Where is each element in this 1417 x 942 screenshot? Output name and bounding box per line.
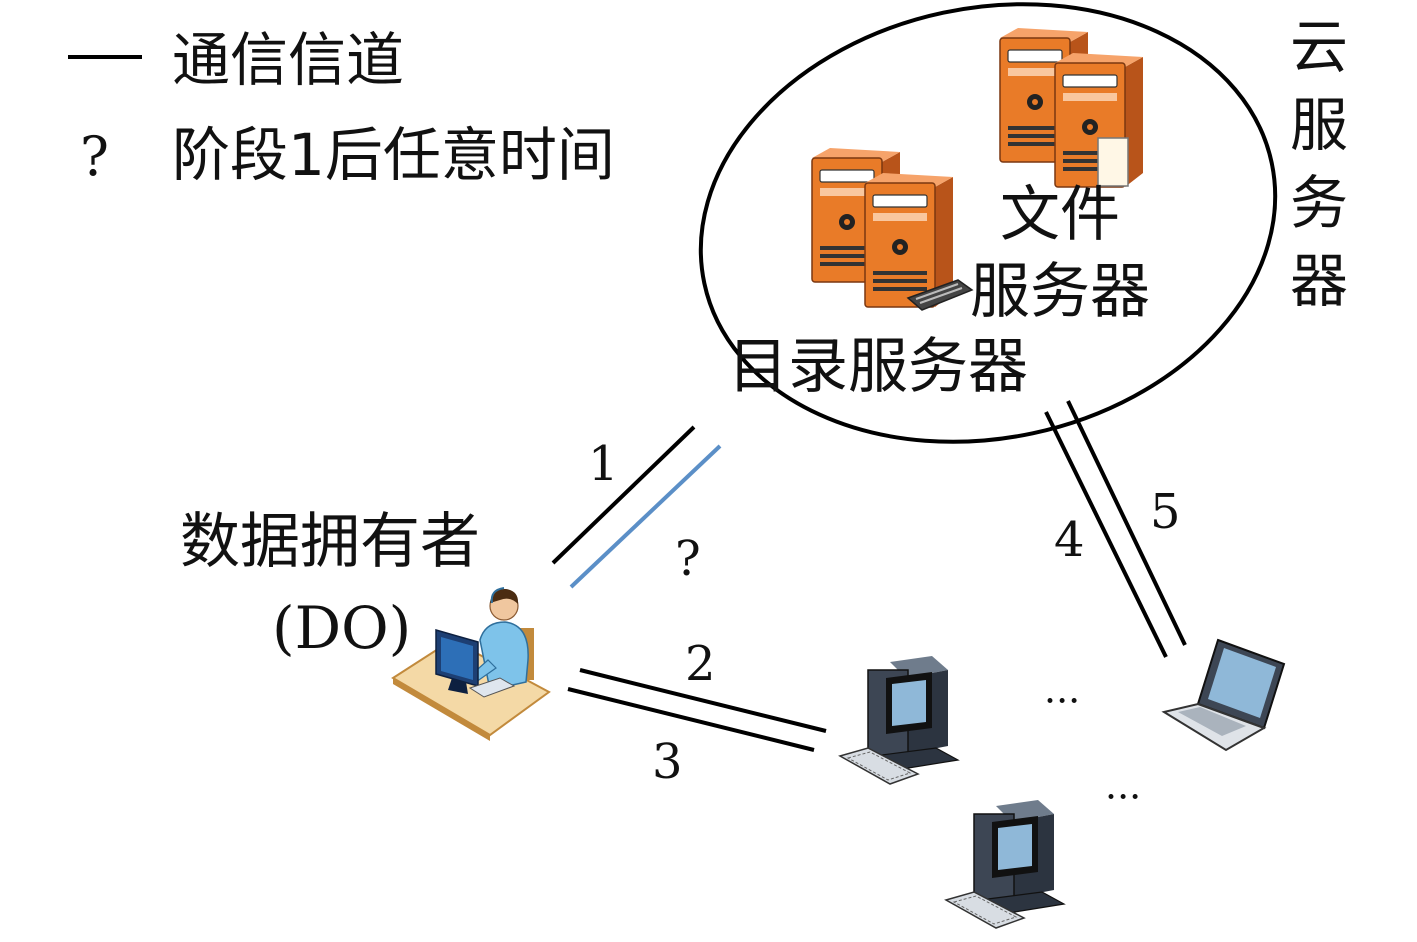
channel-label-3: 3: [652, 734, 683, 790]
data-owner-label-line2: (DO): [272, 594, 411, 662]
channel-line-3: [567, 687, 815, 752]
legend-question-label: 阶段1后任意时间: [172, 121, 615, 189]
cloud-label-char: 器: [1290, 247, 1348, 315]
channel-label-2: 2: [685, 636, 716, 692]
channel-label-5: 5: [1150, 484, 1181, 540]
channel-label-4: 4: [1054, 512, 1085, 568]
channel-label-1: 1: [588, 436, 619, 492]
cloud-label-char: 云: [1290, 13, 1348, 81]
ellipsis-dots: ···: [1044, 679, 1080, 723]
channel-line-question: [569, 444, 722, 589]
file-server-label-line1: 文件: [1000, 180, 1120, 250]
cloud-label-char: 服: [1290, 91, 1348, 159]
channel-line-1: [551, 425, 696, 565]
legend-channel-label: 通信信道: [172, 26, 404, 94]
channel-label-question: ?: [675, 531, 701, 587]
directory-server-group: 目录服务器: [728, 147, 1028, 402]
cloud-boundary: [698, 2, 1278, 444]
desktop-computer-icon: [945, 799, 1065, 929]
ellipsis-dots: ···: [1105, 775, 1141, 819]
data-owner-label-line1: 数据拥有者: [180, 507, 480, 577]
channel-line-2: [579, 668, 827, 733]
file-server-group: 文件 服务器: [970, 27, 1150, 327]
file-server-label-line2: 服务器: [970, 257, 1150, 327]
legend-question-symbol: ?: [80, 125, 109, 188]
data-owner: 数据拥有者 (DO): [180, 507, 551, 741]
cloud-label-char: 务: [1290, 169, 1348, 237]
directory-server-label: 目录服务器: [728, 332, 1028, 402]
keyboard-icon: [906, 279, 974, 311]
desktop-computer-icon: [839, 655, 959, 785]
laptop-icon: [1161, 638, 1286, 752]
channel-line-5: [1066, 400, 1187, 646]
channel-line-4: [1044, 411, 1168, 658]
channels: 1 ? 2 3 4 5: [551, 400, 1187, 790]
document-icon: [1097, 137, 1129, 187]
legend: 通信信道 ? 阶段1后任意时间: [68, 26, 615, 189]
cloud-label: 云 服 务 器: [1290, 13, 1348, 315]
user-at-desk-icon: [391, 587, 551, 741]
